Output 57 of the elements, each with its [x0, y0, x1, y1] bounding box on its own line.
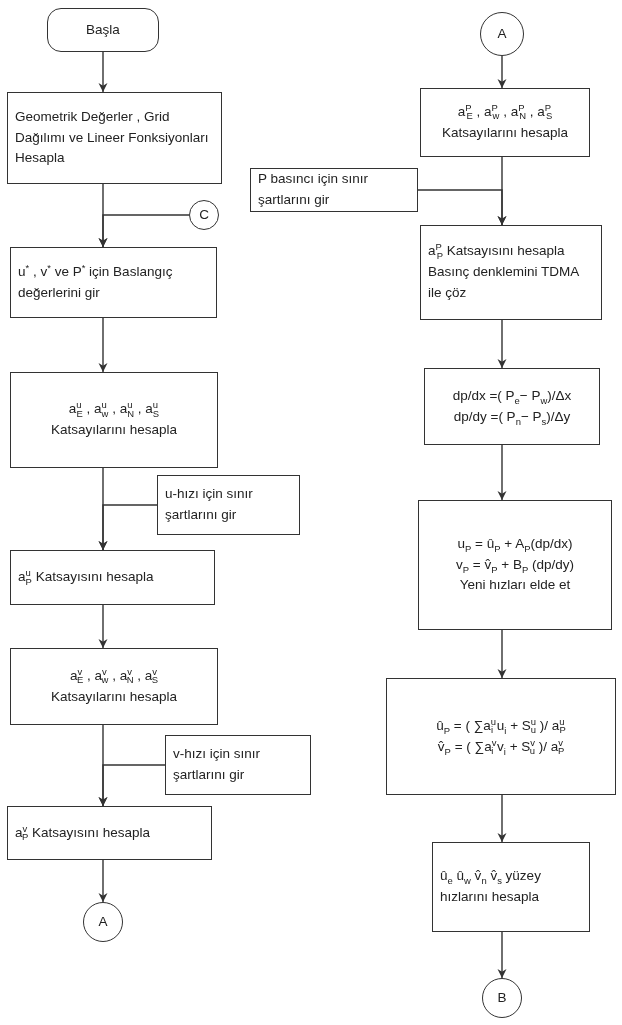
process-box: [10, 550, 215, 605]
step-text: Yeni hızları elde et: [459, 576, 571, 595]
arrow: [497, 319, 507, 369]
arrow: [98, 764, 166, 807]
step-text: a$^{u}$$_{P}$ Katsayısını hesapla: [18, 567, 155, 588]
step-text: Katsayılarını hesapla: [50, 687, 178, 706]
step-text: dp/dx =( P$_{e}$− P$_{w}$)/Δx: [452, 386, 572, 407]
step-text: Katsayılarını hesapla: [441, 123, 569, 142]
process-box: [418, 500, 612, 630]
arrow: [497, 444, 507, 501]
process-box: [250, 168, 418, 212]
arrow: [497, 931, 507, 979]
process-box: [10, 372, 218, 468]
connector-circle: [189, 200, 219, 230]
arrow: [98, 214, 190, 248]
step-text: û$_{e}$ û$_{w}$ v̂$_{n}$ v̂$_{s}$ yüzey hızlarını hesapla: [440, 867, 542, 906]
step-text: Geometrik Değerler , Grid Dağılımı ve Lineer Fonksiyonları Hesapla: [15, 107, 210, 168]
process-box: [420, 225, 602, 320]
step-text: u$_{P}$ = û$_{P}$ + A$_{P}$(dp/dx): [457, 534, 573, 555]
step-text: v-hızı için sınır şartlarını gir: [173, 745, 262, 784]
arrow: [98, 504, 158, 551]
step-text: u$^{*}$ , v$^{*}$ ve P$^{*}$ için Baslangıç değerlerini gir: [18, 261, 174, 302]
arrow: [98, 859, 108, 903]
step-text: Başla: [86, 20, 120, 39]
process-box: [157, 475, 300, 535]
step-text: P basıncı için sınır şartlarını gir: [258, 170, 370, 209]
arrow: [497, 55, 507, 89]
start-terminal: [47, 8, 159, 52]
process-box: [7, 92, 222, 184]
process-box: [420, 88, 590, 157]
step-text: Basınç denklemini TDMA ile çöz: [428, 263, 580, 302]
step-text: a$^{v}$$_{P}$ Katsayısını hesapla: [15, 822, 151, 844]
process-box: [10, 648, 218, 725]
connector-label: A: [497, 24, 507, 43]
process-box: [432, 842, 590, 932]
connector-circle: [83, 902, 123, 942]
process-box: [424, 368, 600, 445]
process-box: [386, 678, 616, 795]
connector-circle: [482, 978, 522, 1018]
arrow: [497, 794, 507, 843]
step-text: Katsayılarını hesapla: [50, 421, 178, 439]
step-text: dp/dy =( P$_{n}$− P$_{s}$)/Δy: [453, 407, 571, 428]
step-text: u-hızı için sınır şartlarını gir: [165, 485, 254, 524]
step-text: v$_{P}$ = v̂$_{P}$ + B$_{P}$ (dp/dy): [456, 555, 574, 576]
arrow: [417, 189, 507, 226]
connector-label: A: [98, 912, 108, 931]
arrow: [98, 317, 108, 373]
connector-circle: [480, 12, 524, 56]
arrow: [98, 604, 108, 649]
process-box: [165, 735, 311, 795]
step-text: a$^{P}$$_{P}$ Katsayısını hesapla: [428, 241, 566, 263]
connector-label: C: [199, 205, 209, 224]
connector-label: B: [497, 988, 507, 1007]
arrow: [98, 51, 108, 93]
arrow: [497, 629, 507, 679]
process-box: [7, 806, 212, 860]
process-box: [10, 247, 217, 318]
